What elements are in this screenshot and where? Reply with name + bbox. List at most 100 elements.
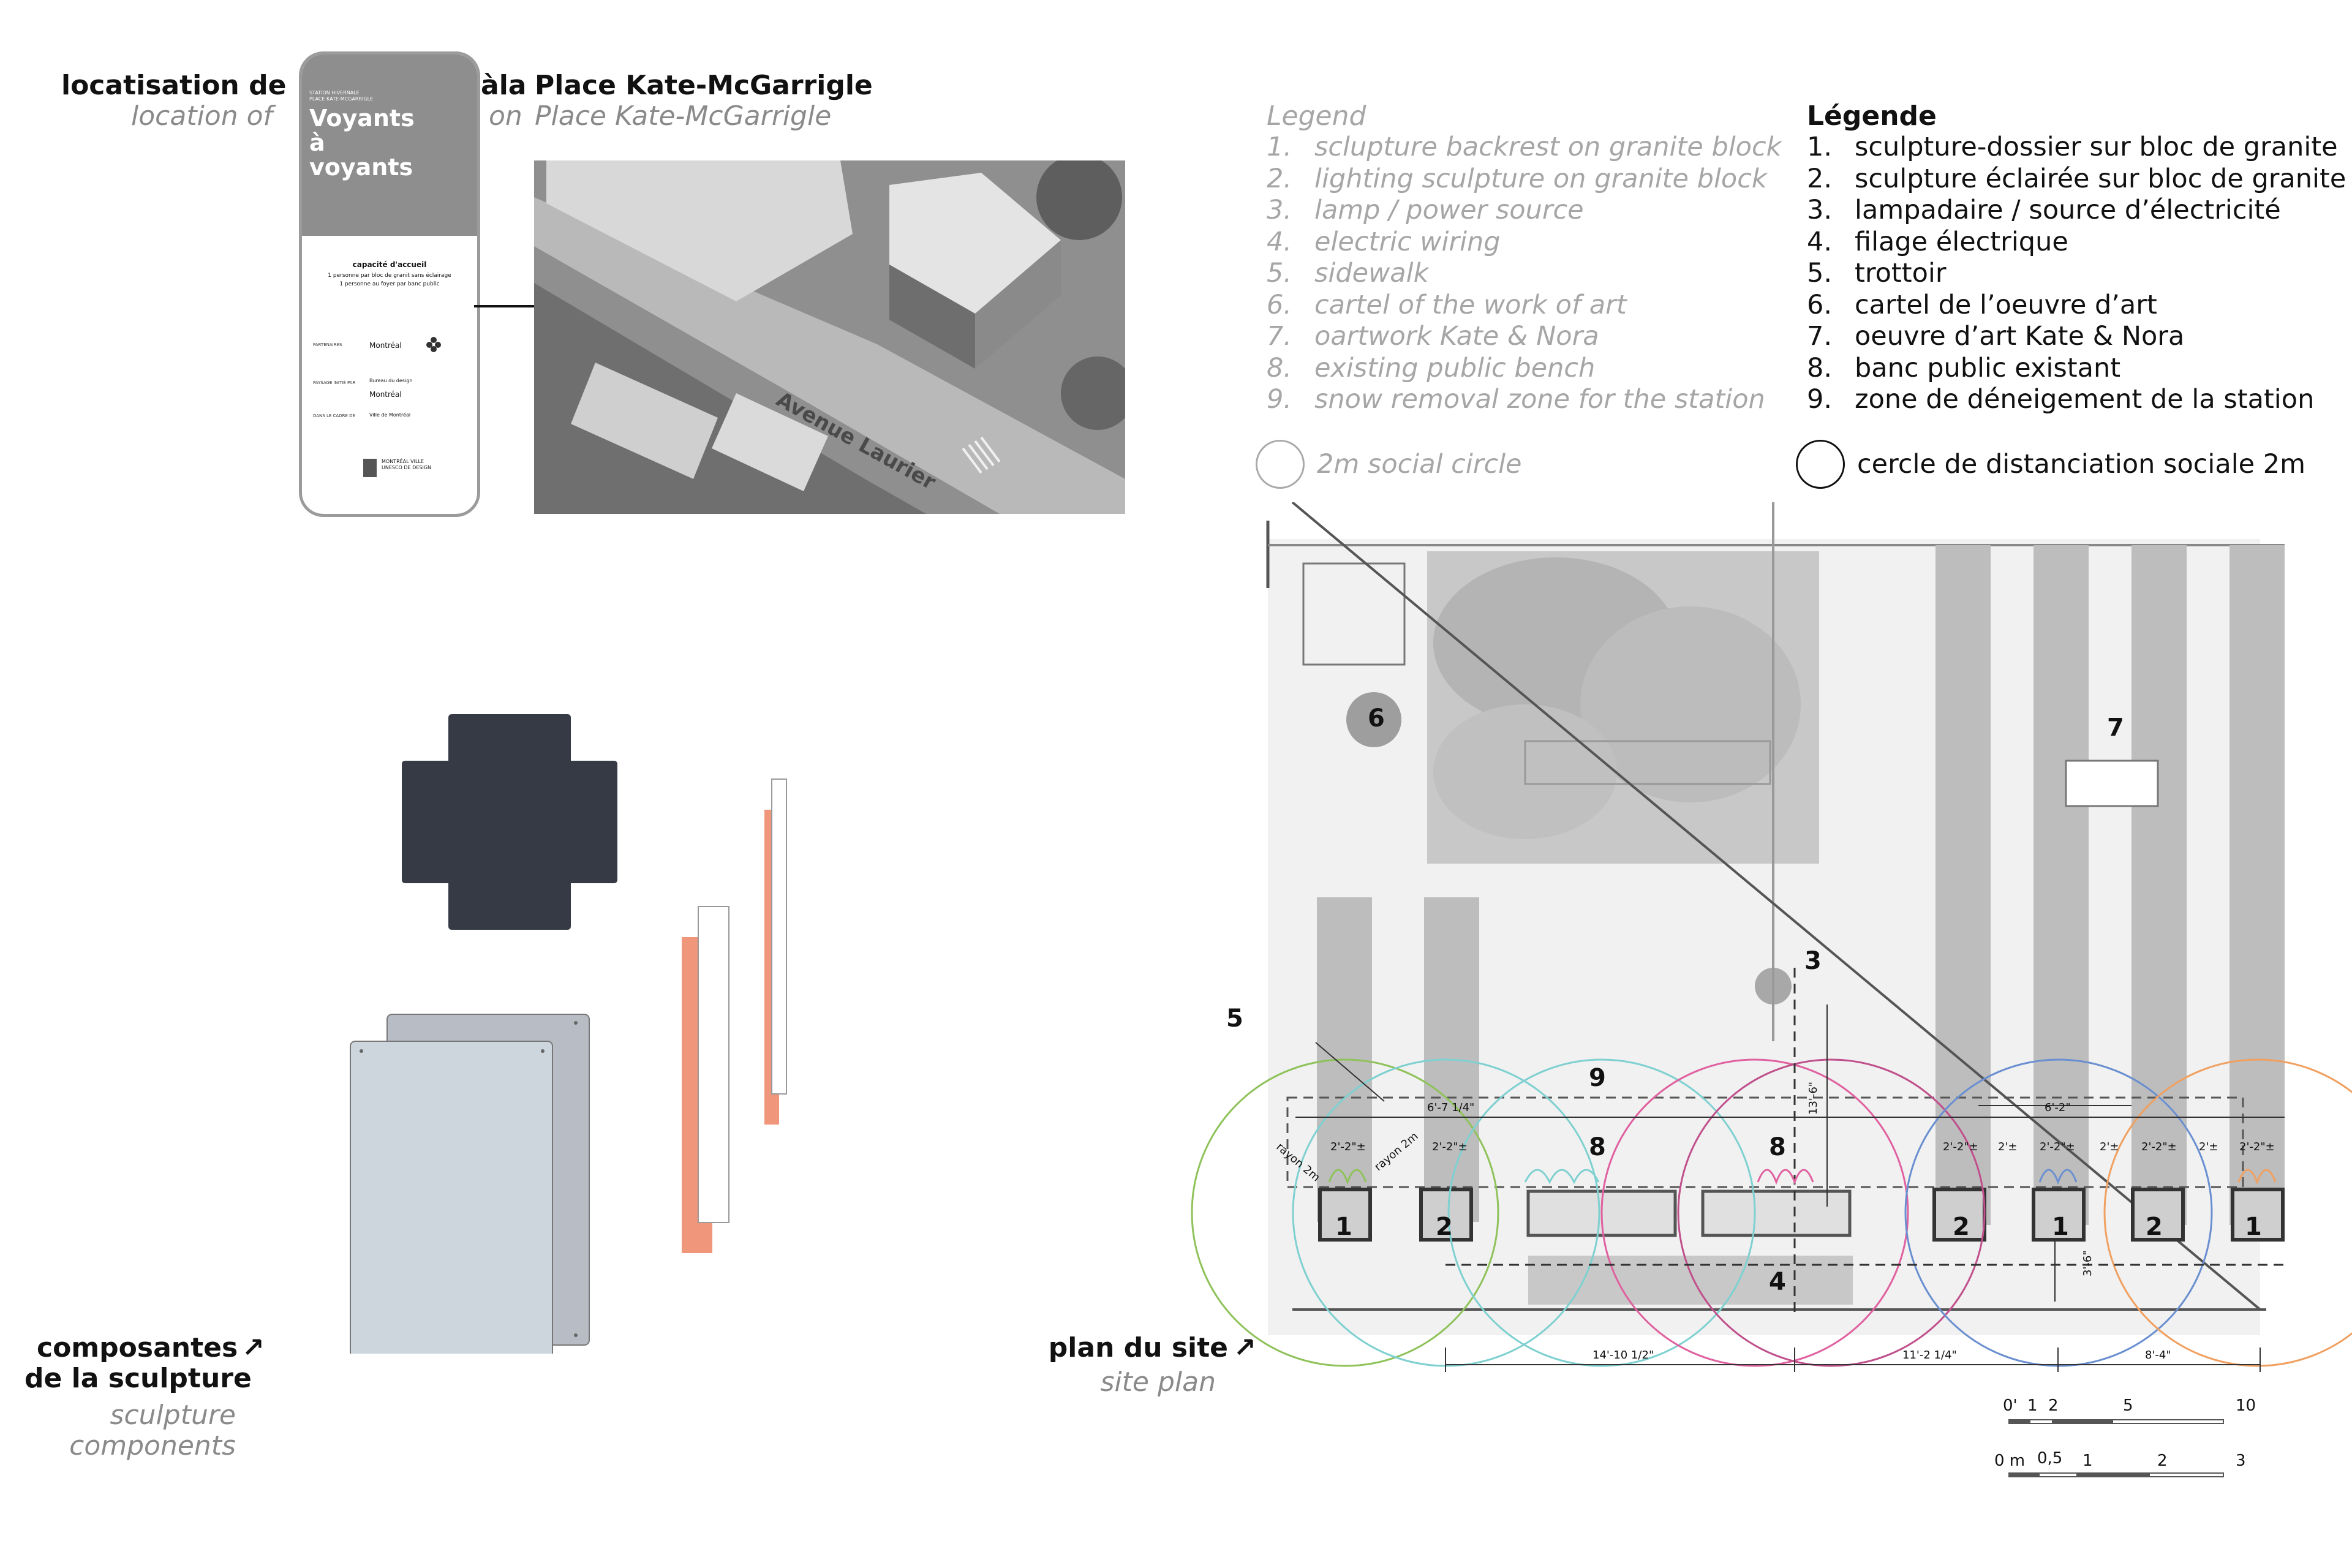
sign-context-text: Ville de Montréal — [369, 412, 411, 418]
legend-fr-social: cercle de distanciation sociale 2m — [1796, 440, 2305, 489]
legend-en-item: 3.lamp / power source — [1267, 195, 1584, 225]
legend-fr-item: 9.zone de déneigement de la station — [1807, 384, 2315, 415]
sign-design-logo: Montréal — [369, 390, 402, 399]
components-label-fr-1: composantes — [37, 1332, 238, 1363]
dim-2: 2'± — [1998, 1140, 2018, 1153]
scale-metric-1: 1 — [2082, 1452, 2093, 1470]
sign-title-3: voyants — [309, 154, 413, 181]
legend-en-item: 7.oartwork Kate & Nora — [1267, 321, 1599, 352]
unesco-icon — [363, 459, 377, 477]
legend-en-item: 1.sclupture backrest on granite block — [1267, 132, 1782, 162]
location-prep-en: on — [489, 100, 522, 132]
marker-5: 5 — [1226, 1005, 1243, 1033]
marker-7: 7 — [2107, 714, 2124, 742]
sign-partners-label: PARTENAIRES — [313, 342, 342, 347]
legend-fr-title: Légende — [1807, 100, 1937, 132]
marker-8: 8 — [1769, 1133, 1786, 1161]
dim-11-2: 11'-2 1/4" — [1902, 1349, 1957, 1362]
site-plan-drawing — [1191, 502, 2352, 1372]
legend-fr-item: 1.sculpture-dossier sur bloc de granite — [1807, 132, 2338, 162]
sign-header — [302, 55, 477, 236]
dim-13-6: 13'-6" — [1807, 1081, 1820, 1115]
marker-4: 4 — [1769, 1268, 1786, 1296]
legend-en-item: 6.cartel of the work of art — [1267, 289, 1627, 320]
dim-2-2: 2'-2"± — [2141, 1140, 2177, 1153]
white-strip-low — [698, 906, 729, 1223]
legend-fr-item: 3.lampadaire / source d’électricité — [1807, 195, 2281, 225]
block-marker-2: 2 — [2146, 1213, 2163, 1241]
sign-top-line1: STATION HIVERNALE — [309, 90, 360, 96]
dim-2-2: 2'-2"± — [2239, 1140, 2275, 1153]
scale-imperial-10: 10 — [2236, 1396, 2256, 1415]
place-name-fr: Place Kate-McGarrigle — [535, 70, 873, 101]
components-label-en-2: components — [69, 1430, 236, 1461]
scale-imperial-2: 2 — [2048, 1396, 2059, 1415]
legend-fr-item: 4.filage électrique — [1807, 226, 2068, 257]
social-circle-icon — [1256, 440, 1305, 489]
location-label-en: location of — [131, 100, 273, 132]
dim-2-2: 2'-2"± — [1943, 1140, 1978, 1153]
sign-top-line2: PLACE KATE-MCGARRIGLE — [309, 96, 374, 102]
block-marker-1: 1 — [1335, 1213, 1352, 1241]
dim-14-10: 14'-10 1/2" — [1593, 1349, 1654, 1362]
block-marker-1: 1 — [2052, 1213, 2069, 1241]
legend-fr-item: 8.banc public existant — [1807, 352, 2121, 383]
scale-metric-05: 0,5 — [2037, 1449, 2063, 1468]
scale-metric-3: 3 — [2236, 1452, 2246, 1470]
legend-en-item: 4.electric wiring — [1267, 226, 1501, 257]
marker-6: 6 — [1368, 704, 1385, 733]
block-marker-2: 2 — [1436, 1213, 1453, 1241]
front-panel — [350, 1041, 553, 1354]
legend-en-item: 9.snow removal zone for the station — [1267, 384, 1765, 415]
dim-2: 2'± — [2100, 1140, 2119, 1153]
sign-design-text: Bureau du design — [369, 378, 413, 383]
dim-2-2: 2'-2"± — [1330, 1140, 1366, 1153]
dim-6-7: 6'-7 1/4" — [1427, 1101, 1475, 1114]
station-sign: STATION HIVERNALE PLACE KATE-MCGARRIGLE … — [299, 51, 480, 517]
marker-8: 8 — [1589, 1133, 1606, 1161]
legend-fr-item: 2.sculpture éclairée sur bloc de granite — [1807, 163, 2346, 194]
legend-en-title: Legend — [1267, 100, 1366, 132]
flower-icon — [424, 335, 443, 353]
dim-6-2: 6'-2" — [2045, 1101, 2071, 1114]
white-strip-high — [771, 778, 787, 1095]
sign-context-label: DANS LE CADRE DE — [313, 413, 355, 418]
sign-capacity-line2: 1 personne au foyer par banc public — [339, 281, 440, 287]
sign-title-2: à — [309, 129, 325, 156]
dim-2-2: 2'-2"± — [1432, 1140, 1468, 1153]
components-label-fr-2: de la sculpture — [24, 1363, 252, 1394]
legend-fr-item: 6.cartel de l’oeuvre d’art — [1807, 289, 2157, 320]
site-arrow-icon: ↗ — [1234, 1332, 1256, 1363]
scale-imperial-0: 0' — [2003, 1396, 2018, 1415]
scale-bars — [2008, 1419, 2224, 1477]
scale-metric-2: 2 — [2157, 1452, 2168, 1470]
block-marker-2: 2 — [1953, 1213, 1970, 1241]
social-circle-icon — [1796, 440, 1845, 489]
dim-2-2: 2'-2"± — [2040, 1140, 2075, 1153]
legend-en-item: 8.existing public bench — [1267, 352, 1596, 383]
sign-capacity-line1: 1 personne par bloc de granit sans éclai… — [328, 273, 451, 279]
location-prep-fr: àla — [481, 70, 527, 101]
sign-capacity-title: capacité d'accueil — [352, 260, 427, 269]
cross-block — [402, 714, 617, 930]
components-label-en-1: sculpture — [110, 1400, 236, 1431]
sign-partners-logo: Montréal — [369, 341, 402, 350]
marker-3: 3 — [1804, 947, 1822, 975]
legend-en-item: 5.sidewalk — [1267, 258, 1429, 288]
site-plan-label-en: site plan — [1100, 1366, 1216, 1398]
sign-design-label: PAYSAGE INITIÉ PAR — [313, 380, 356, 385]
components-arrow-icon: ↗ — [242, 1332, 265, 1363]
scale-imperial-1: 1 — [2027, 1396, 2038, 1415]
legend-en: Legend 1.sclupture backrest on granite b… — [1267, 100, 1782, 416]
dim-8-4: 8'-4" — [2145, 1349, 2171, 1362]
marker-9: 9 — [1589, 1064, 1606, 1092]
site-plan-label-fr: plan du site — [1048, 1332, 1228, 1363]
legend-fr-item: 7.oeuvre d’art Kate & Nora — [1807, 321, 2185, 352]
aerial-photo: Avenue Laurier — [534, 160, 1125, 514]
sign-footer-logo: MONTRÉAL VILLE UNESCO DE DESIGN — [382, 459, 431, 470]
dim-2: 2'± — [2199, 1140, 2218, 1153]
dim-3-6: 3'-6" — [2081, 1250, 2094, 1276]
legend-fr: Légende 1.sculpture-dossier sur bloc de … — [1807, 100, 2346, 416]
sculpture-components — [350, 714, 787, 1354]
block-marker-1: 1 — [2245, 1213, 2262, 1241]
